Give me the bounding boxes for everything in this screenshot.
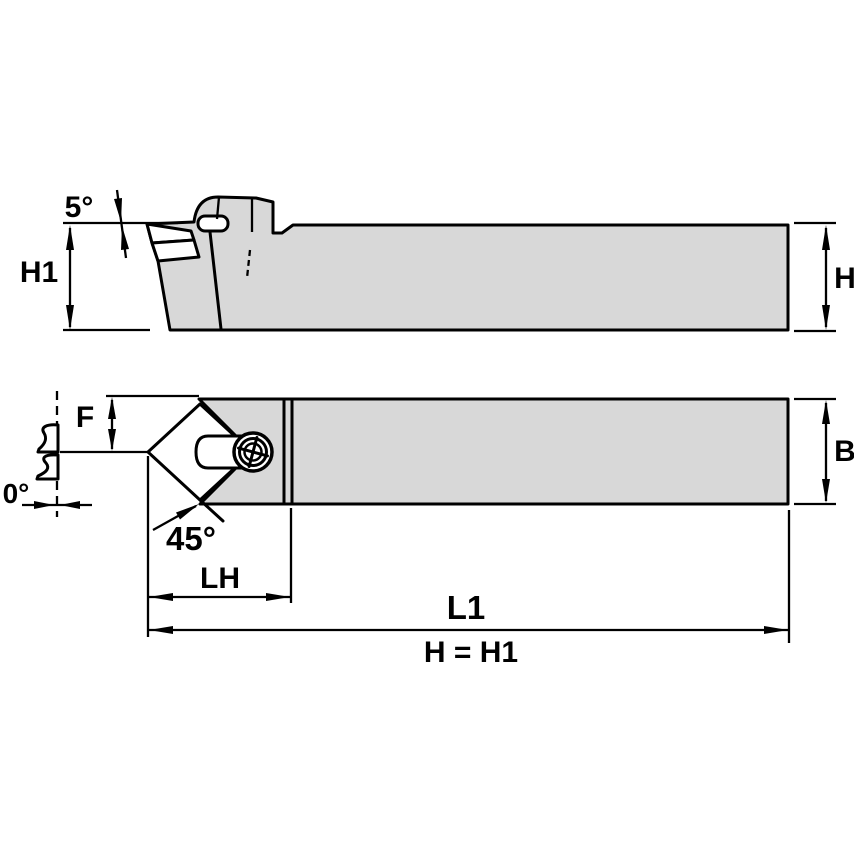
dimension-l1: L1 H = H1 [149,510,791,669]
label-f: F [76,401,94,434]
arrowhead [121,226,129,250]
label-h: H [834,262,854,295]
break-squiggle-bottom [35,453,60,481]
arrowhead [60,501,80,509]
label-lh: LH [200,562,240,595]
label-l1: L1 [447,589,486,626]
label-5deg: 5° [65,191,94,224]
label-height-note: H = H1 [424,636,518,669]
arrowhead [822,305,830,330]
dimension-5deg: 5° [63,189,178,259]
arrowhead [108,397,116,419]
screw-cross [237,436,269,468]
arrowhead [34,501,54,509]
arrowhead [764,626,788,634]
break-squiggle-top [36,423,60,454]
dimension-f: F [76,394,199,451]
arrowhead [66,305,74,330]
arrowhead [149,593,173,601]
workpiece-symbol [35,391,60,517]
dimension-lh: LH [146,456,293,637]
screw-hidden-line [245,249,252,279]
edge-extension [198,498,225,523]
shim-side [150,238,201,263]
side-view: 5° H1 H [20,189,854,333]
arrowhead [822,400,830,424]
dimension-45deg: 45° [152,504,216,557]
arrowhead [66,225,74,250]
arrowhead [266,593,290,601]
label-b: B [834,435,854,468]
arrowhead [822,479,830,503]
arrowhead [108,429,116,451]
arrowhead [149,626,173,634]
label-h1: H1 [20,256,58,289]
arrowhead [114,198,122,222]
arrowhead [822,225,830,250]
dimension-0deg: 0° [3,478,92,509]
clamp-front-line [215,196,221,220]
pocket-line [208,230,223,331]
dimension-h: H [794,221,854,333]
side-view-body [145,195,790,332]
arrowhead [176,504,199,520]
label-45deg: 45° [166,520,216,557]
dimension-b: B [794,397,854,506]
clamp-screw-icon [232,431,274,473]
top-view: F 0° 45° B [3,391,854,669]
label-0deg: 0° [3,478,30,509]
dimension-h1: H1 [20,225,150,332]
clamp-nose [196,214,230,233]
top-view-shank [197,397,790,506]
